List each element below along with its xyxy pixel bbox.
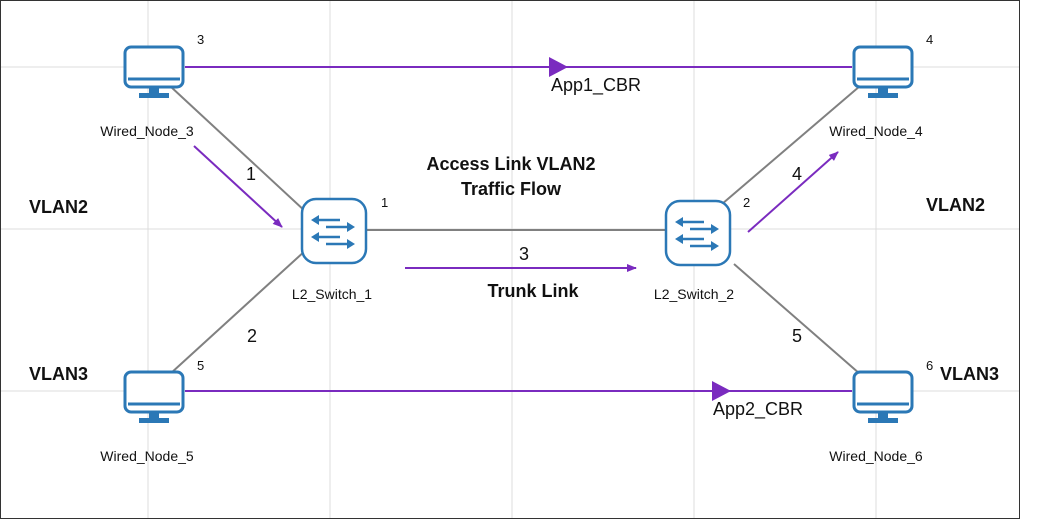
switch-2-name: L2_Switch_2 bbox=[654, 286, 734, 302]
node-5-id: 5 bbox=[197, 358, 204, 373]
computer-icon bbox=[852, 370, 914, 423]
vlan3-right-label: VLAN3 bbox=[940, 364, 999, 384]
wired-node-3[interactable] bbox=[123, 45, 185, 98]
link-1-label: 1 bbox=[246, 164, 256, 184]
trunk-link-label: Trunk Link bbox=[487, 281, 579, 301]
wired-node-6[interactable] bbox=[852, 370, 914, 423]
vlan2-right-label: VLAN2 bbox=[926, 195, 985, 215]
switch-icon bbox=[300, 197, 368, 265]
switch-1-name: L2_Switch_1 bbox=[292, 286, 372, 302]
vlan3-left-label: VLAN3 bbox=[29, 364, 88, 384]
switch-1-id: 1 bbox=[381, 195, 388, 210]
vlan2-left-label: VLAN2 bbox=[29, 197, 88, 217]
link-1-line[interactable] bbox=[169, 85, 307, 213]
access-flow-arrow-1 bbox=[193, 145, 283, 228]
node-4-id: 4 bbox=[926, 32, 933, 47]
computer-icon bbox=[123, 45, 185, 98]
traffic-arrows bbox=[193, 145, 839, 272]
link-5-label: 5 bbox=[792, 326, 802, 346]
node-6-name: Wired_Node_6 bbox=[829, 448, 923, 464]
computer-icon bbox=[123, 370, 185, 423]
node-4-name: Wired_Node_4 bbox=[829, 123, 923, 139]
access-link-title: Access Link VLAN2 bbox=[426, 154, 595, 174]
wired-node-5[interactable] bbox=[123, 370, 185, 423]
node-3-id: 3 bbox=[197, 32, 204, 47]
app1-label[interactable]: App1_CBR bbox=[551, 75, 641, 96]
app2-label[interactable]: App2_CBR bbox=[713, 399, 803, 420]
wired-node-4[interactable] bbox=[852, 45, 914, 98]
switch-icon bbox=[664, 199, 732, 267]
node-6-id: 6 bbox=[926, 358, 933, 373]
physical-links bbox=[169, 85, 861, 375]
l2-switch-2[interactable] bbox=[664, 199, 732, 267]
link-2-label: 2 bbox=[247, 326, 257, 346]
access-flow-arrow-2 bbox=[747, 151, 839, 233]
app1-arrow-icon bbox=[549, 57, 568, 77]
node-3-name: Wired_Node_3 bbox=[100, 123, 194, 139]
link-3-label: 3 bbox=[519, 244, 529, 264]
node-5-name: Wired_Node_5 bbox=[100, 448, 194, 464]
link-4-label: 4 bbox=[792, 164, 802, 184]
switch-2-id: 2 bbox=[743, 195, 750, 210]
app2-arrow-icon bbox=[712, 381, 731, 401]
link-2-line[interactable] bbox=[169, 249, 307, 375]
link-4-line[interactable] bbox=[721, 85, 861, 205]
access-link-subtitle: Traffic Flow bbox=[461, 179, 562, 199]
app-flows bbox=[185, 57, 852, 401]
l2-switch-1[interactable] bbox=[300, 197, 368, 265]
computer-icon bbox=[852, 45, 914, 98]
link-5-line[interactable] bbox=[733, 263, 861, 375]
